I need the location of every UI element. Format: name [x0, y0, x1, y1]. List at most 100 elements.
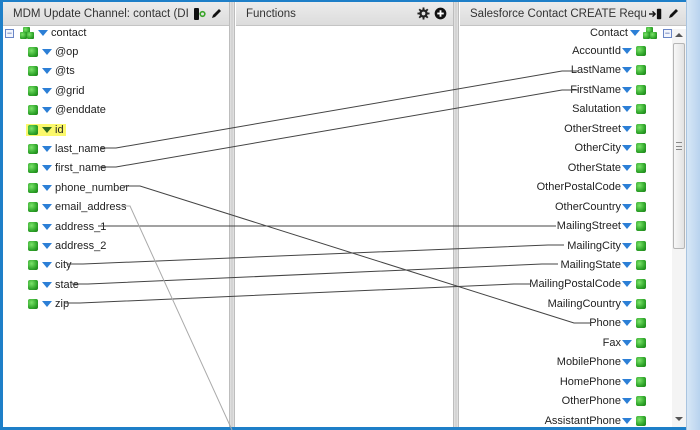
- target-field-row[interactable]: OtherCity: [575, 139, 646, 157]
- target-field-row[interactable]: MailingPostalCode: [529, 275, 646, 293]
- collapse-icon[interactable]: −: [662, 27, 672, 38]
- dropdown-triangle-icon[interactable]: [622, 398, 632, 405]
- target-field-row[interactable]: Salutation: [572, 100, 646, 118]
- source-connector-icon[interactable]: [192, 7, 206, 21]
- scroll-down-arrow[interactable]: [675, 417, 683, 421]
- target-field-row[interactable]: Fax: [603, 334, 646, 352]
- dropdown-triangle-icon[interactable]: [622, 261, 632, 268]
- dropdown-triangle-icon[interactable]: [622, 203, 632, 210]
- field-cube-icon: [636, 240, 646, 251]
- dropdown-triangle-icon[interactable]: [629, 30, 640, 36]
- gear-icon[interactable]: [416, 7, 430, 21]
- dropdown-triangle-icon[interactable]: [622, 86, 632, 93]
- dropdown-triangle-icon[interactable]: [622, 242, 632, 249]
- target-field-row[interactable]: OtherStreet: [564, 120, 646, 138]
- dropdown-triangle-icon[interactable]: [38, 30, 48, 36]
- target-field-label: Salutation: [572, 103, 621, 116]
- scroll-up-arrow[interactable]: [675, 33, 683, 37]
- target-root-node[interactable]: Contact −: [590, 24, 672, 42]
- target-field-row[interactable]: MobilePhone: [557, 353, 646, 371]
- target-field-row[interactable]: Phone: [589, 314, 646, 332]
- dropdown-triangle-icon[interactable]: [42, 301, 52, 308]
- source-field-row[interactable]: id: [26, 121, 66, 139]
- dropdown-triangle-icon[interactable]: [42, 281, 52, 288]
- source-field-label: @grid: [55, 84, 85, 97]
- dropdown-triangle-icon[interactable]: [622, 223, 632, 230]
- dropdown-triangle-icon[interactable]: [42, 146, 52, 152]
- source-field-row[interactable]: @op: [26, 43, 80, 61]
- grip-icon: [676, 142, 682, 150]
- dropdown-triangle-icon[interactable]: [622, 320, 632, 327]
- edit-pencil-icon[interactable]: [209, 7, 223, 21]
- target-field-row[interactable]: OtherPostalCode: [537, 178, 646, 196]
- source-field-row[interactable]: @ts: [26, 62, 77, 80]
- dropdown-triangle-icon[interactable]: [622, 378, 632, 385]
- dropdown-triangle-icon[interactable]: [42, 68, 52, 75]
- source-field-row[interactable]: @enddate: [26, 101, 108, 119]
- dropdown-triangle-icon[interactable]: [42, 126, 52, 133]
- target-field-row[interactable]: FirstName: [570, 81, 646, 99]
- target-field-label: MailingCity: [567, 239, 621, 252]
- field-node: last_name: [26, 143, 108, 155]
- target-field-label: Phone: [589, 317, 621, 330]
- dropdown-triangle-icon[interactable]: [622, 145, 632, 152]
- dropdown-triangle-icon[interactable]: [622, 67, 632, 74]
- collapse-icon[interactable]: −: [5, 27, 14, 38]
- source-field-row[interactable]: @grid: [26, 82, 87, 100]
- target-field-row[interactable]: LastName: [571, 61, 646, 79]
- panel-splitter-right[interactable]: [453, 2, 459, 427]
- target-scrollbar[interactable]: [672, 29, 686, 427]
- dropdown-triangle-icon[interactable]: [42, 184, 52, 191]
- dropdown-triangle-icon[interactable]: [622, 300, 632, 307]
- source-field-row[interactable]: address_1: [26, 218, 108, 236]
- scroll-thumb[interactable]: [673, 43, 685, 249]
- target-field-row[interactable]: AssistantPhone: [545, 412, 646, 430]
- dropdown-triangle-icon[interactable]: [622, 164, 632, 171]
- dropdown-triangle-icon[interactable]: [42, 243, 52, 249]
- edit-pencil-icon[interactable]: [666, 7, 680, 21]
- target-field-row[interactable]: MailingState: [560, 256, 646, 274]
- target-field-row[interactable]: MailingCity: [567, 237, 646, 255]
- target-field-row[interactable]: OtherPhone: [562, 392, 646, 410]
- target-field-row[interactable]: OtherCountry: [555, 198, 646, 216]
- source-field-row[interactable]: phone_number: [26, 179, 131, 197]
- field-cube-icon: [636, 162, 646, 173]
- dropdown-triangle-icon[interactable]: [42, 107, 52, 114]
- source-field-row[interactable]: first_name: [26, 159, 108, 177]
- target-field-row[interactable]: MailingCountry: [548, 295, 646, 313]
- dropdown-triangle-icon[interactable]: [622, 339, 632, 346]
- source-field-label: email_address: [55, 201, 127, 214]
- source-field-row[interactable]: last_name: [26, 140, 108, 158]
- field-cube-icon: [28, 85, 38, 96]
- panel-splitter-left[interactable]: [229, 2, 235, 427]
- add-circle-icon[interactable]: [433, 7, 447, 21]
- target-field-label: OtherCountry: [554, 200, 621, 213]
- dropdown-triangle-icon[interactable]: [622, 417, 632, 424]
- dropdown-triangle-icon[interactable]: [42, 204, 52, 211]
- source-field-row[interactable]: state: [26, 276, 81, 294]
- dropdown-triangle-icon[interactable]: [42, 223, 52, 230]
- target-field-row[interactable]: OtherState: [568, 159, 646, 177]
- source-field-row[interactable]: city: [26, 256, 74, 274]
- dropdown-triangle-icon[interactable]: [42, 87, 52, 94]
- dropdown-triangle-icon[interactable]: [42, 165, 52, 172]
- dropdown-triangle-icon[interactable]: [622, 359, 632, 366]
- dropdown-triangle-icon[interactable]: [42, 49, 52, 55]
- dropdown-triangle-icon[interactable]: [622, 106, 632, 113]
- dropdown-triangle-icon[interactable]: [622, 184, 632, 191]
- dropdown-triangle-icon[interactable]: [622, 48, 632, 54]
- source-field-row[interactable]: zip: [26, 295, 71, 313]
- target-field-row[interactable]: AccountId: [572, 42, 646, 60]
- dropdown-triangle-icon[interactable]: [622, 281, 632, 288]
- source-root-node[interactable]: − contact: [5, 24, 86, 42]
- source-field-row[interactable]: email_address: [26, 198, 129, 216]
- target-field-label: OtherPostalCode: [536, 181, 621, 194]
- dropdown-triangle-icon[interactable]: [622, 125, 632, 132]
- target-field-row[interactable]: HomePhone: [560, 373, 646, 391]
- target-field-row[interactable]: MailingStreet: [557, 217, 646, 235]
- source-field-row[interactable]: address_2: [26, 237, 108, 255]
- field-cube-icon: [636, 221, 646, 232]
- target-field-label: MailingPostalCode: [529, 278, 621, 291]
- dropdown-triangle-icon[interactable]: [42, 262, 52, 269]
- target-connector-icon[interactable]: [649, 7, 663, 21]
